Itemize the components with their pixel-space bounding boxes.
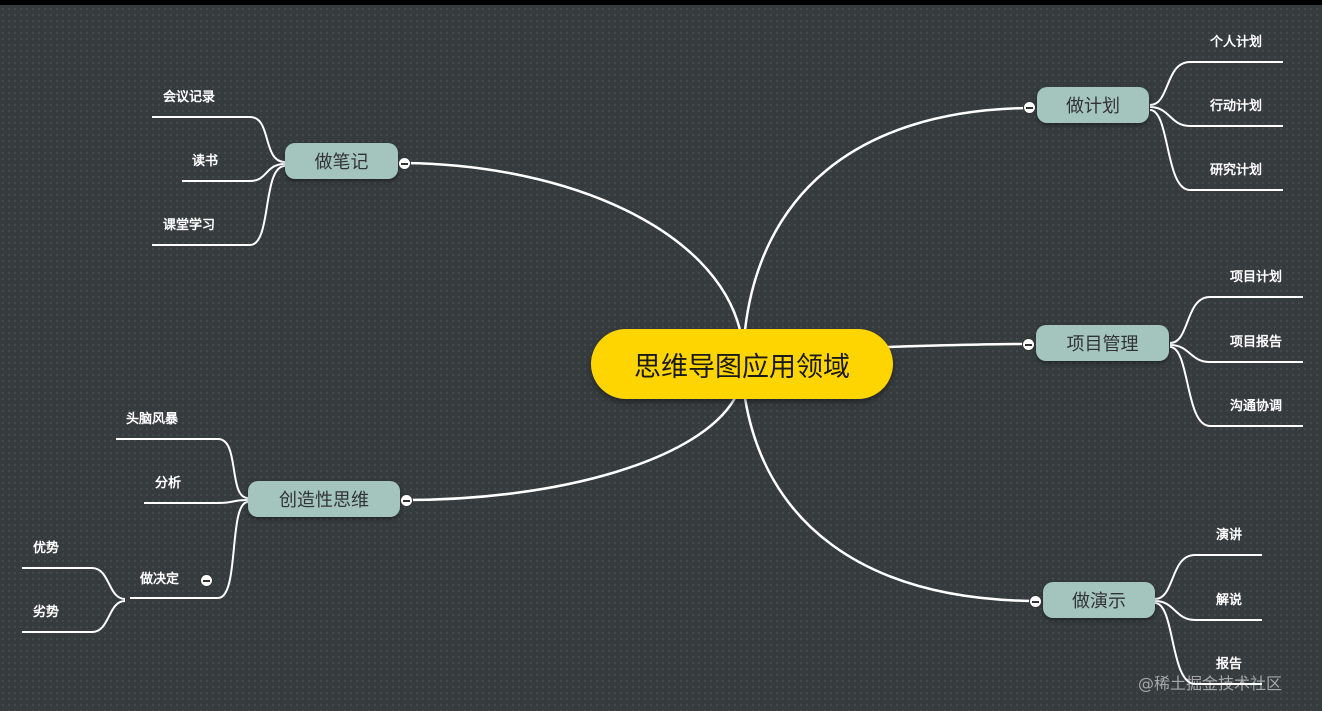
collapse-creative-icon[interactable] bbox=[400, 494, 413, 507]
collapse-project-icon[interactable] bbox=[1022, 338, 1035, 351]
top-border bbox=[0, 0, 1322, 5]
connector-center-creative bbox=[403, 396, 737, 502]
collapse-decision-icon[interactable] bbox=[200, 574, 213, 587]
leaf-strength[interactable]: 优势 bbox=[33, 541, 60, 556]
connector-center-plan bbox=[743, 106, 1032, 332]
connector-center-present bbox=[743, 396, 1038, 603]
leaf-analysis[interactable]: 分析 bbox=[155, 476, 182, 491]
connector-center-project bbox=[886, 342, 1032, 349]
leaf-class-study[interactable]: 课堂学习 bbox=[163, 218, 216, 233]
leaf-personal-plan[interactable]: 个人计划 bbox=[1210, 35, 1263, 50]
leaf-speech[interactable]: 演讲 bbox=[1216, 528, 1243, 543]
central-topic[interactable]: 思维导图应用领域 bbox=[591, 329, 893, 399]
leaf-meeting-notes[interactable]: 会议记录 bbox=[163, 90, 216, 105]
watermark-text: @稀土掘金技术社区 bbox=[1138, 674, 1283, 693]
topic-creative[interactable]: 创造性思维 bbox=[248, 481, 400, 517]
connector-center-notes bbox=[403, 161, 742, 332]
collapse-plan-icon[interactable] bbox=[1023, 101, 1036, 114]
collapse-notes-icon[interactable] bbox=[398, 157, 411, 170]
collapse-present-icon[interactable] bbox=[1029, 595, 1042, 608]
leaf-decision[interactable]: 做决定 bbox=[140, 572, 180, 587]
topic-present[interactable]: 做演示 bbox=[1043, 582, 1155, 618]
leaf-project-report[interactable]: 项目报告 bbox=[1230, 335, 1283, 350]
leaf-project-plan[interactable]: 项目计划 bbox=[1230, 270, 1283, 285]
leaf-weakness[interactable]: 劣势 bbox=[33, 605, 60, 620]
topic-project[interactable]: 项目管理 bbox=[1036, 325, 1169, 361]
leaf-action-plan[interactable]: 行动计划 bbox=[1210, 99, 1263, 114]
topic-notes[interactable]: 做笔记 bbox=[285, 143, 398, 179]
leaf-research-plan[interactable]: 研究计划 bbox=[1210, 163, 1263, 178]
leaf-communication[interactable]: 沟通协调 bbox=[1230, 399, 1283, 414]
leaf-report[interactable]: 报告 bbox=[1216, 657, 1243, 672]
leaf-reading[interactable]: 读书 bbox=[192, 154, 219, 169]
leaf-brainstorm[interactable]: 头脑风暴 bbox=[126, 412, 179, 427]
leaf-explanation[interactable]: 解说 bbox=[1216, 593, 1243, 608]
topic-plan[interactable]: 做计划 bbox=[1037, 87, 1149, 123]
